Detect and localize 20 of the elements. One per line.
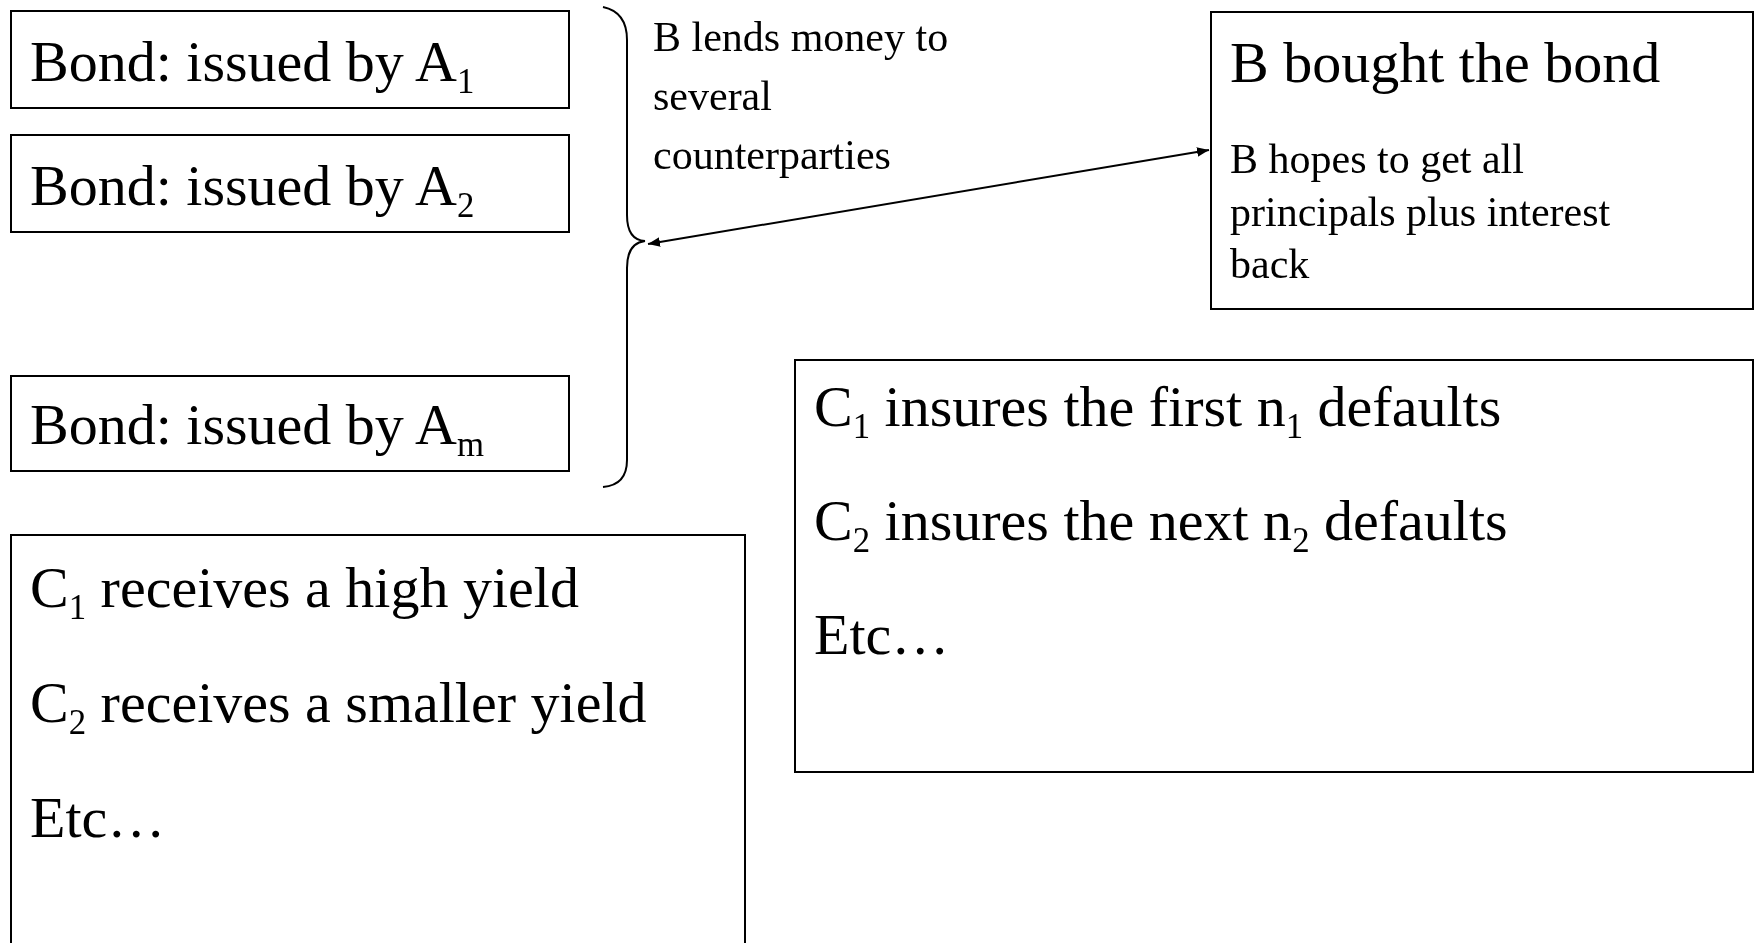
bond-box (10, 375, 570, 472)
box-text: Bond: issued by A$_{2}$ (30, 154, 475, 218)
box-heading: B bought the bond (1230, 31, 1661, 95)
tranche-yield-box (10, 534, 746, 943)
curly-brace (601, 6, 647, 489)
box-text: C$_{2}$ insures the next n$_{2}$ defaults (814, 489, 1508, 553)
double-arrow (647, 147, 1210, 247)
box-text: B hopes to get all principals plus interest back (1230, 135, 1612, 289)
box-text: Etc… (30, 786, 166, 850)
bond-box (10, 10, 570, 109)
box-text: Bond: issued by A$_{m}$ (30, 393, 485, 457)
box-text: Bond: issued by A$_{1}$ (30, 30, 475, 94)
tranche-insurance-box (794, 359, 1754, 773)
bond-box (10, 134, 570, 233)
box-text: Etc… (814, 603, 950, 667)
brace-note: B lends money to several counterparties (653, 13, 950, 180)
box-text: C$_{2}$ receives a smaller yield (30, 671, 647, 735)
box-text: C$_{1}$ receives a high yield (30, 556, 579, 620)
buyer-box (1210, 11, 1754, 310)
box-text: C$_{1}$ insures the first n$_{1}$ defaults (814, 375, 1502, 439)
